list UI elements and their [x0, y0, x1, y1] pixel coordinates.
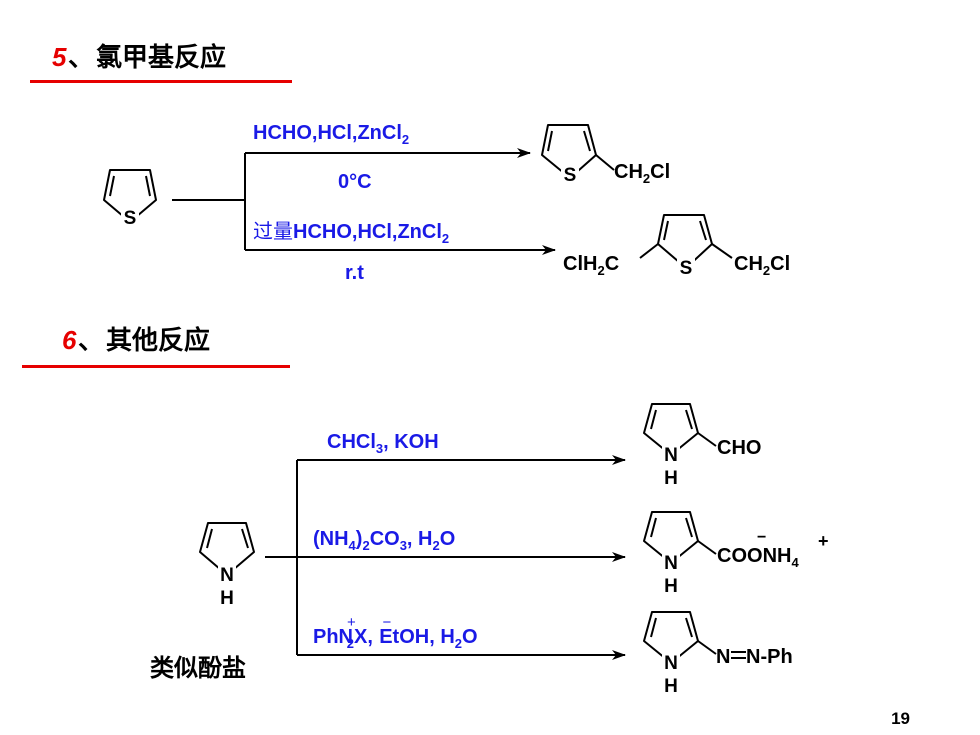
reaction2-reagent-2: (NH4)2CO3, H2O: [313, 528, 455, 553]
reaction2-reagent-3: PhN+2X, −EtOH, H2O: [313, 614, 478, 651]
product-phenylazopyrrole: N H N N-Ph: [643, 611, 793, 697]
product-cho-group: CHO: [717, 437, 761, 459]
section-6-title: 其他反应: [106, 325, 210, 355]
product-coo-minus-charge: −: [757, 529, 766, 546]
thiophene-reactant: S: [103, 169, 157, 229]
product1-group: CH2Cl: [614, 161, 670, 186]
reaction1-upper-reagent: HCHO,HCl,ZnCl2: [253, 122, 409, 147]
section-5-separator: 、: [68, 42, 94, 72]
product-coo-h-label: H: [664, 576, 678, 597]
phenoxide-like-note: 类似酚盐: [150, 655, 246, 682]
product-azo-group: N-Ph: [746, 646, 793, 668]
reaction1-lower-condition: r.t: [345, 262, 364, 284]
section-6-heading: 6 、 其他反应: [22, 325, 290, 368]
section-5-heading: 5 、 氯甲基反应: [30, 42, 292, 83]
section-6-number: 6: [62, 325, 77, 355]
product-coo-group: COONH4: [717, 545, 799, 570]
product2-s-label: S: [680, 258, 693, 279]
product2-right-group: CH2Cl: [734, 253, 790, 278]
section-5-underline: [30, 80, 292, 83]
section-5-title: 氯甲基反应: [96, 42, 226, 72]
pyrrole-reactant: N H: [199, 522, 255, 609]
reaction1-upper-condition: 0°C: [338, 171, 372, 193]
product-coo-plus-charge: +: [818, 531, 829, 551]
reaction1-lower-reagent: 过量HCHO,HCl,ZnCl2: [253, 220, 449, 246]
section-6-underline: [22, 365, 290, 368]
product-ammonium-carboxylate: N H COONH4 − +: [643, 511, 829, 597]
product-bis-chloromethylthiophene: ClH2C S CH2Cl: [563, 214, 790, 279]
product-cho-h-label: H: [664, 468, 678, 489]
product-azo-n-label: N: [664, 653, 678, 674]
product-2-chloromethylthiophene: S CH2Cl: [541, 124, 670, 186]
product-azo-h-label: H: [664, 676, 678, 697]
reaction2-reagent-1: CHCl3, KOH: [327, 431, 439, 456]
product-cho-n-label: N: [664, 445, 678, 466]
pyrrole-h-label: H: [220, 588, 234, 609]
section-5-number: 5: [52, 42, 67, 72]
product-azo-n1: N: [716, 646, 730, 668]
product-pyrrole-2-carbaldehyde: N H CHO: [643, 403, 761, 489]
pyrrole-n-label: N: [220, 565, 234, 586]
section-6-separator: 、: [78, 325, 104, 355]
product2-left-group: ClH2C: [563, 253, 619, 278]
product-coo-n-label: N: [664, 553, 678, 574]
product1-s-label: S: [564, 165, 577, 186]
page-number: 19: [891, 709, 910, 728]
thiophene-s-label: S: [124, 208, 137, 229]
